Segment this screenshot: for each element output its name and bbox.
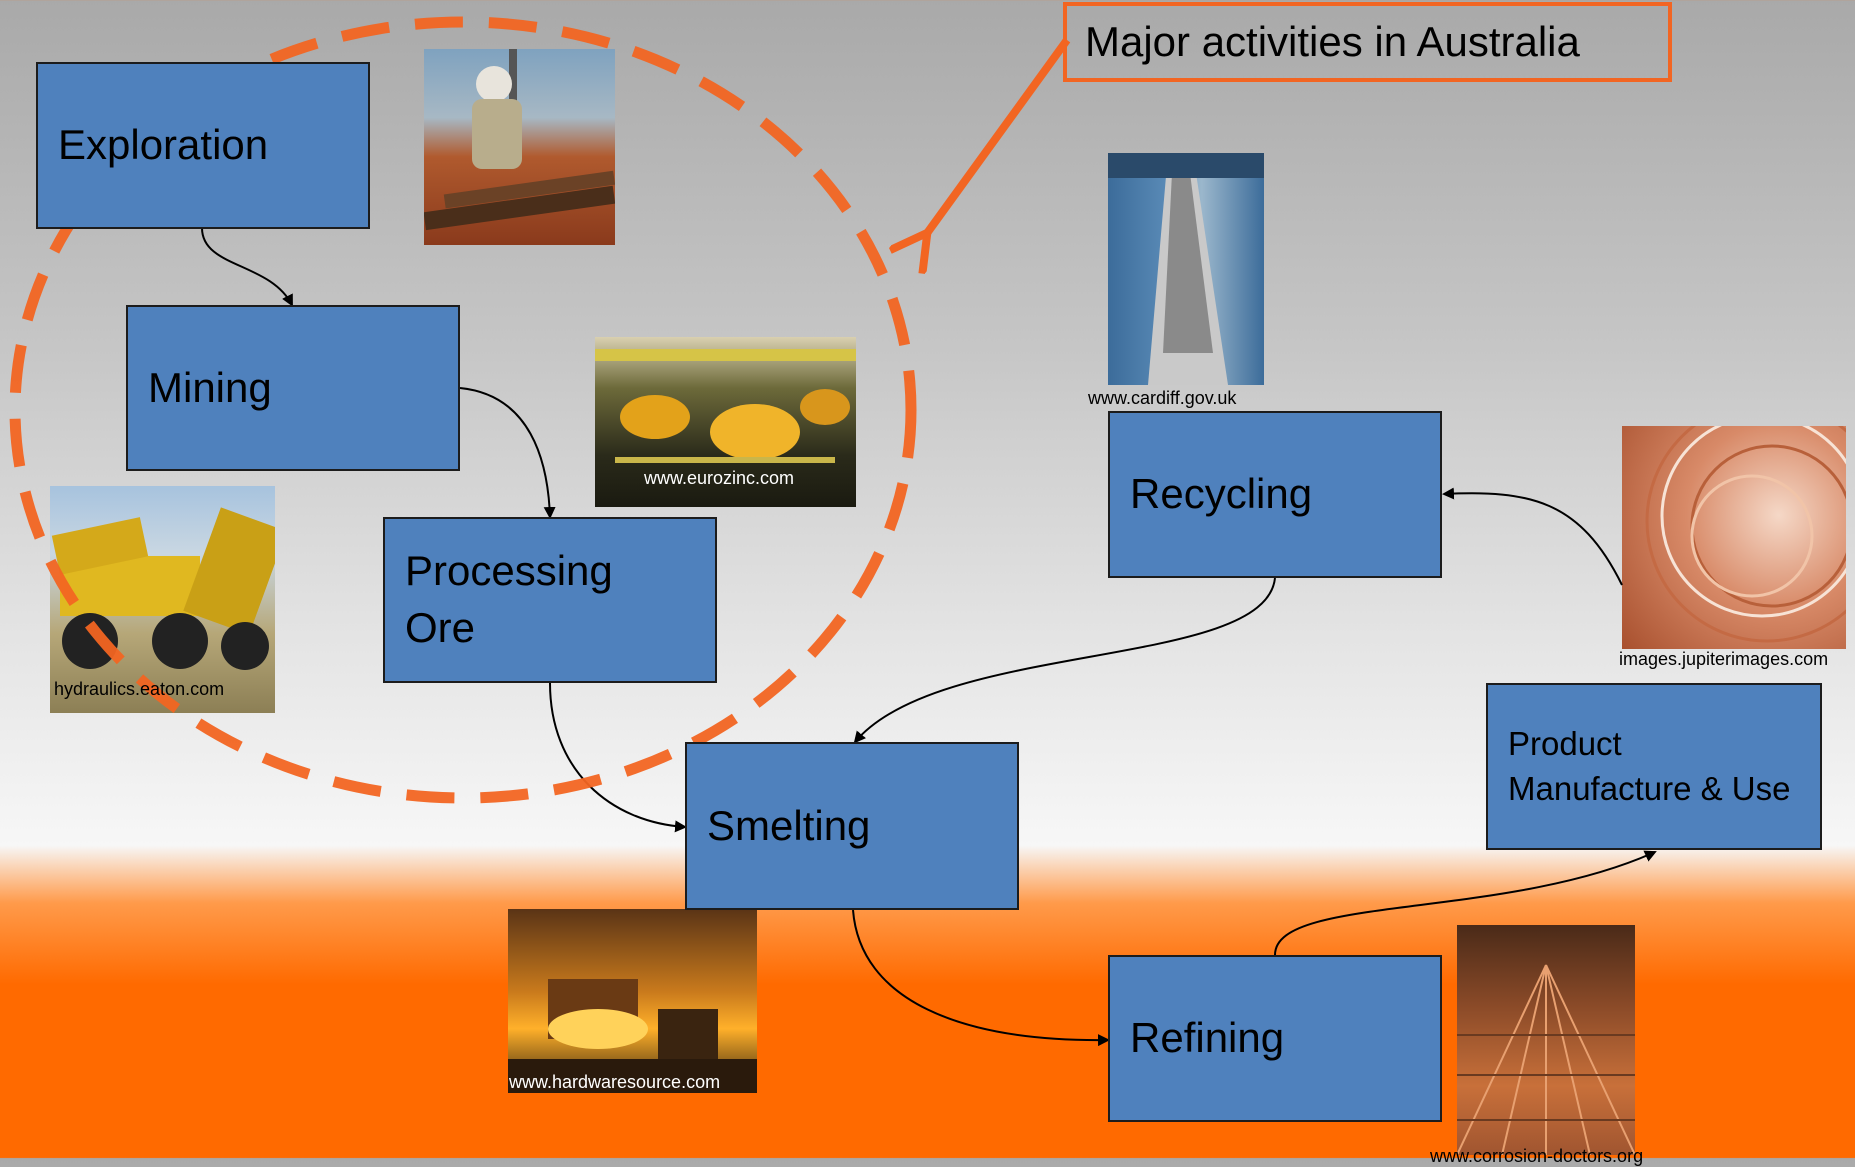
caption-eaton: hydraulics.eaton.com (54, 679, 225, 699)
processing-ore-line1: Processing (405, 547, 613, 595)
caption-corrosion-doctors: www.corrosion-doctors.org (1430, 1146, 1644, 1166)
arrow-mining-to-processing (459, 387, 556, 519)
copper-wire-photo (1622, 426, 1846, 649)
haul-truck-photo (50, 486, 275, 713)
smelting-photo (508, 909, 757, 1093)
callout-text: Major activities in Australia (1085, 18, 1580, 65)
recycling-conveyor-art (1108, 153, 1264, 385)
processing-plant-photo (595, 337, 856, 507)
processing-plant-art (595, 349, 856, 463)
smelting-art (508, 979, 757, 1093)
arrow-recycling-to-smelting (853, 577, 1276, 744)
arrow-product-to-recycling (1442, 487, 1623, 586)
copper-cathodes-photo (1457, 925, 1635, 1155)
exploration-photo (424, 49, 615, 245)
mining-label: Mining (148, 363, 272, 411)
exploration-box: Exploration (36, 62, 370, 229)
caption-cardiff: www.cardiff.gov.uk (1088, 388, 1237, 408)
exploration-label: Exploration (58, 121, 269, 169)
product-manufacture-line2: Manufacture & Use (1508, 769, 1791, 807)
mining-box: Mining (126, 305, 460, 471)
copper-cathodes-art (1457, 964, 1635, 1155)
refining-label: Refining (1130, 1014, 1285, 1062)
arrow-exploration-to-mining (201, 227, 293, 307)
product-manufacture-box: Product Manufacture & Use (1486, 683, 1822, 850)
arrow-smelting-to-refining (852, 909, 1110, 1047)
arrow-refining-to-product (1274, 850, 1657, 956)
processing-ore-label: Processing Ore (405, 543, 613, 656)
processing-ore-box: Processing Ore (383, 517, 717, 683)
caption-eurozinc: www.eurozinc.com (644, 468, 795, 488)
recycling-label: Recycling (1130, 470, 1313, 518)
smelting-label: Smelting (707, 801, 871, 849)
callout-pointer-arrow (925, 37, 1071, 236)
processing-ore-line2: Ore (405, 604, 476, 651)
copper-wire-art (1645, 426, 1846, 643)
refining-box: Refining (1108, 955, 1442, 1122)
recycling-conveyor-photo (1108, 153, 1264, 385)
recycling-box: Recycling (1108, 411, 1442, 578)
exploration-photo-art (424, 49, 615, 231)
haul-truck-art (51, 507, 275, 670)
caption-hardwaresource: www.hardwaresource.com (509, 1072, 721, 1092)
product-manufacture-line1: Product (1508, 724, 1622, 762)
smelting-box: Smelting (685, 742, 1019, 910)
australia-activities-dashed-circle (9, 16, 917, 804)
caption-jupiterimages: images.jupiterimages.com (1619, 649, 1829, 669)
product-manufacture-label: Product Manufacture & Use (1508, 722, 1790, 811)
major-activities-callout: Major activities in Australia (1063, 2, 1672, 82)
